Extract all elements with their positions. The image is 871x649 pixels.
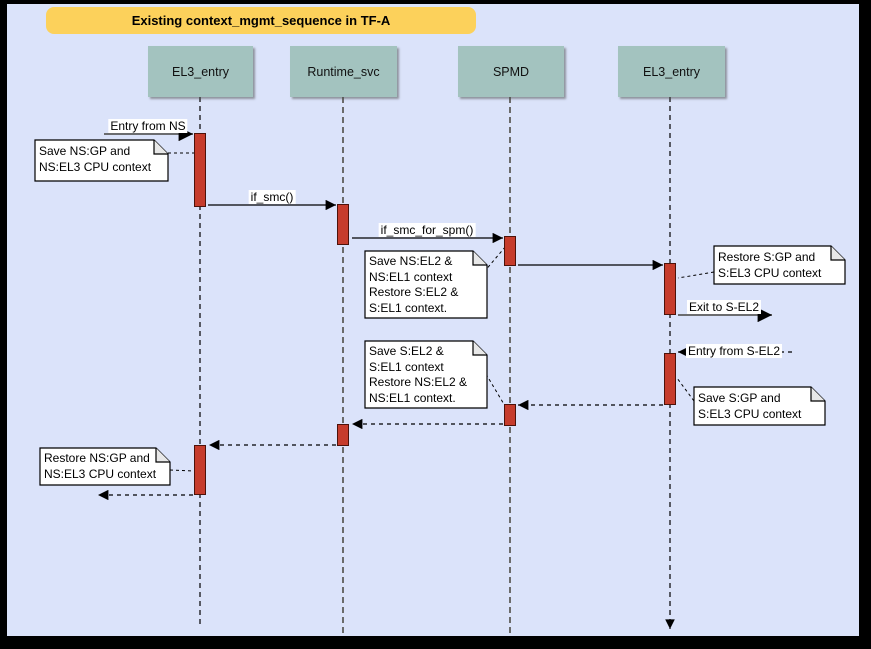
note-shape-save-s-gp: [693, 386, 826, 426]
note-restore-ns-gp: Restore NS:GP and NS:EL3 CPU context: [44, 451, 157, 481]
activation-el3-left-1: [194, 133, 206, 207]
actor-runtime-svc: Runtime_svc: [290, 46, 397, 97]
actor-label: Runtime_svc: [307, 64, 380, 79]
note-connector-5: [676, 377, 695, 402]
note-save-s-gp: Save S:GP and S:EL3 CPU context: [698, 391, 802, 421]
actor-label: EL3_entry: [643, 64, 700, 79]
note-shape-save-s-el2: [364, 340, 488, 409]
diagram-canvas: [7, 4, 859, 636]
note-restore-s-gp: Restore S:GP and S:EL3 CPU context: [718, 250, 822, 280]
diagram-title: Existing context_mgmt_sequence in TF-A: [46, 7, 476, 34]
note-connector-3: [677, 271, 715, 279]
activation-el3-right-1: [664, 263, 676, 315]
actor-label: SPMD: [492, 64, 530, 79]
activation-runtime-1: [337, 204, 349, 245]
message-label-if-smc-for-spm: if_smc_for_spm(): [378, 223, 476, 237]
activation-runtime-2: [337, 424, 349, 446]
activation-spmd-1: [504, 236, 516, 266]
actor-label: EL3_entry: [172, 64, 229, 79]
note-connector-4: [485, 373, 506, 407]
note-shape-save-ns-el2: [364, 250, 488, 319]
actor-spmd: SPMD: [458, 46, 564, 97]
note-save-s-el2: Save S:EL2 & S:EL1 context Restore NS:EL…: [369, 344, 468, 405]
note-save-ns-gp: Save NS:GP and NS:EL3 CPU context: [39, 144, 152, 174]
actor-el3-entry-left: EL3_entry: [148, 46, 253, 97]
note-shape-save-ns-gp: [34, 139, 169, 182]
message-label-entry-from-ns: Entry from NS: [108, 119, 188, 133]
activation-el3-right-2: [664, 353, 676, 405]
note-shape-restore-s-gp: [713, 245, 846, 285]
activation-spmd-2: [504, 404, 516, 426]
message-label-exit-to-sel2: Exit to S-EL2: [686, 300, 762, 314]
diagram-title-label: Existing context_mgmt_sequence in TF-A: [131, 13, 391, 28]
note-shape-restore-ns-gp: [39, 447, 171, 486]
message-label-entry-from-sel2: Entry from S-EL2: [685, 344, 783, 358]
message-label-if-smc: if_smc(): [248, 190, 296, 204]
note-connector-6: [169, 469, 194, 472]
note-save-ns-el2: Save NS:EL2 & NS:EL1 context Restore S:E…: [369, 254, 459, 315]
actor-el3-entry-right: EL3_entry: [618, 46, 725, 97]
activation-el3-left-2: [194, 445, 206, 495]
